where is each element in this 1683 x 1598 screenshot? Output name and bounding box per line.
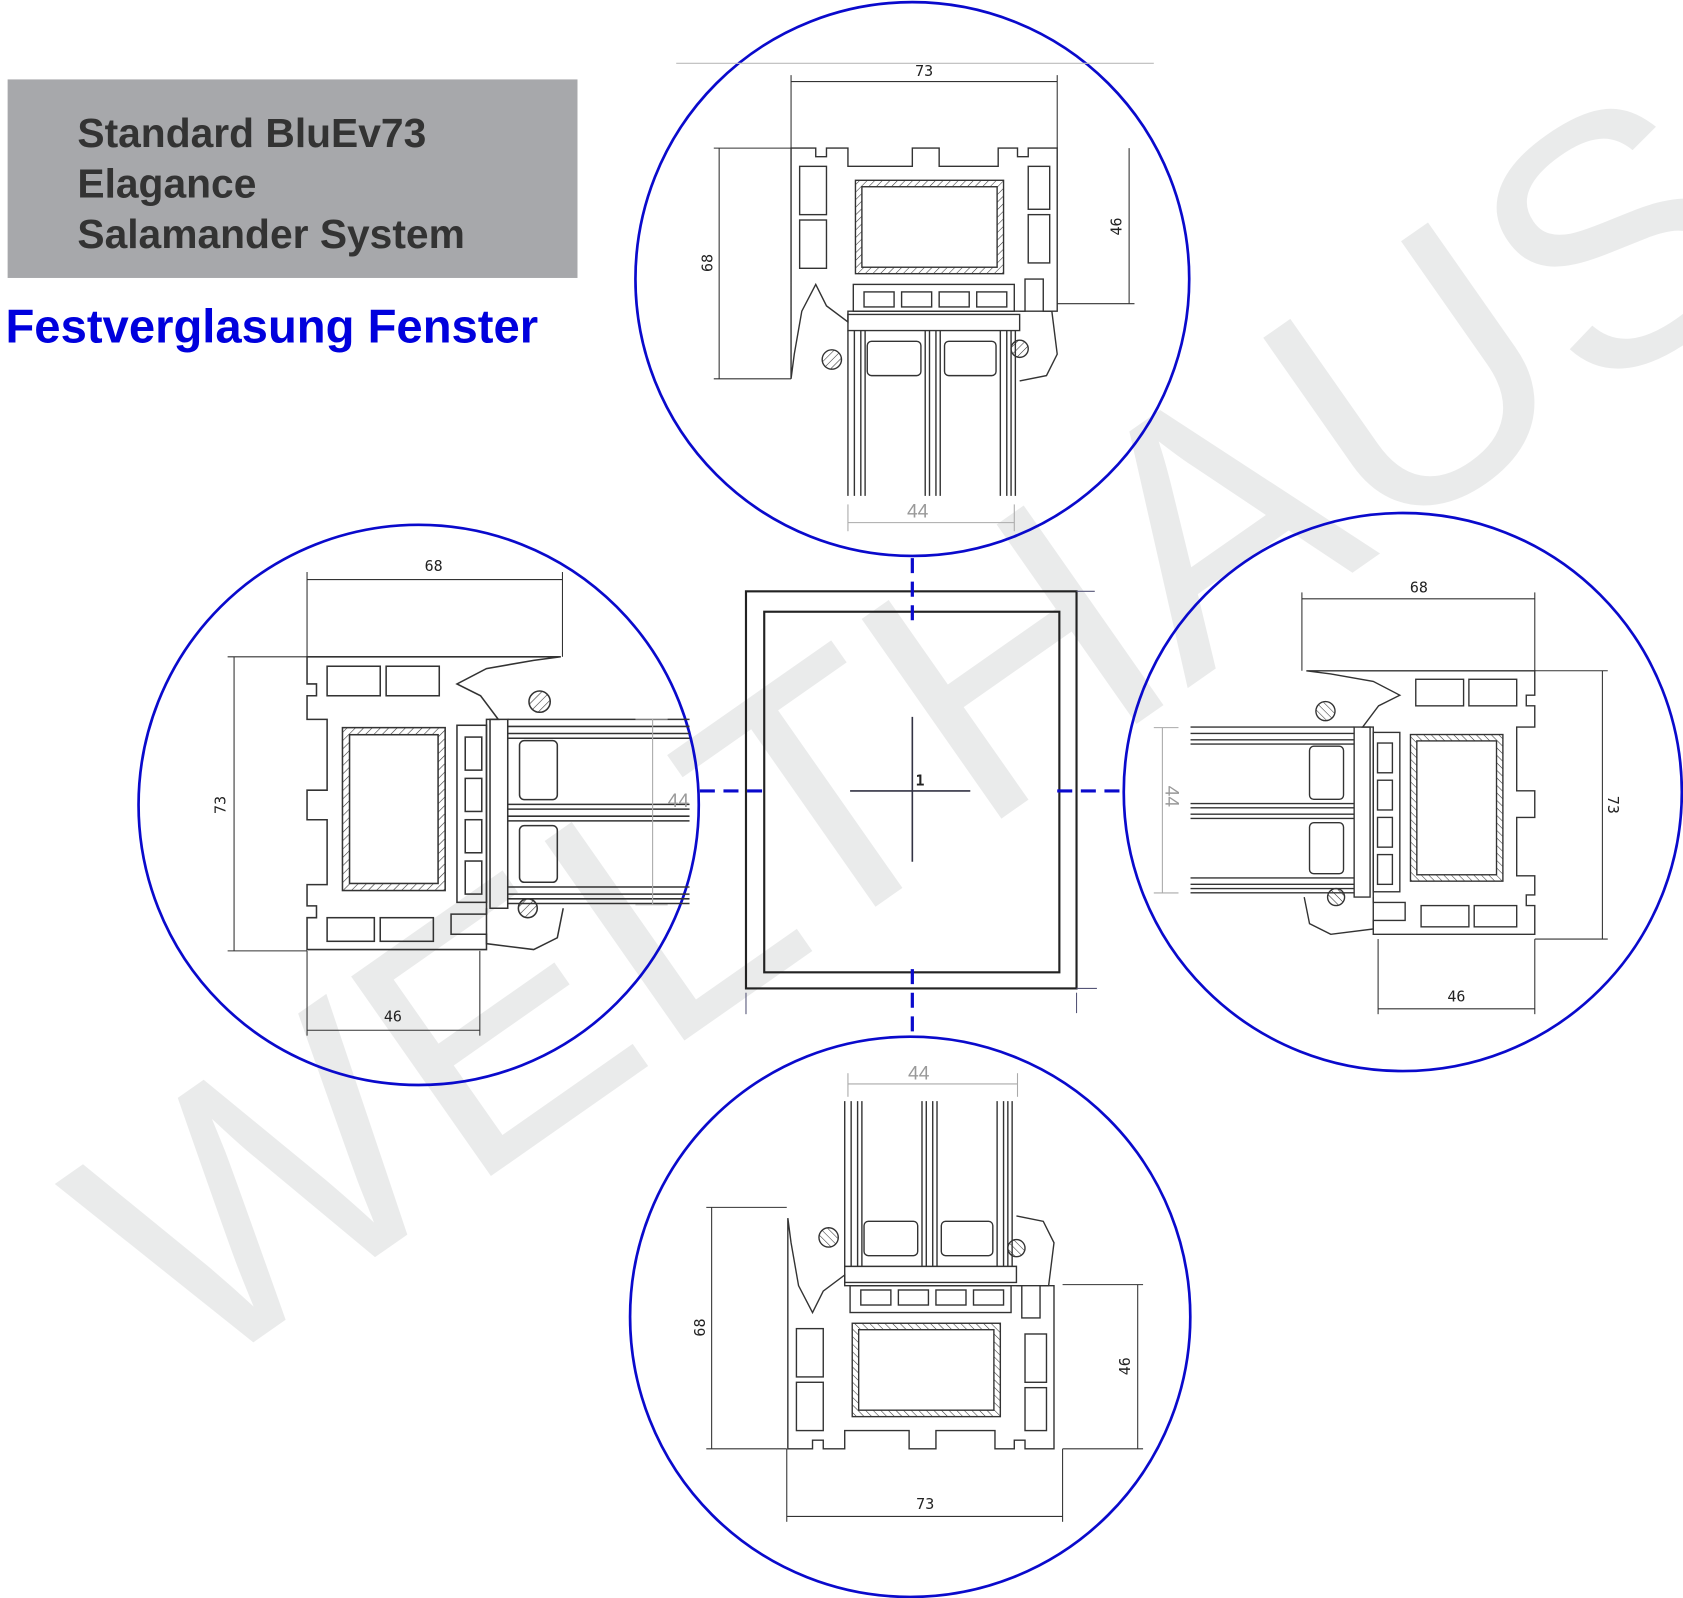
detail-top: 73 68 46 44 xyxy=(634,0,1191,558)
detail-circle-bottom xyxy=(628,1035,1192,1598)
dim-bottom-sash: 46 xyxy=(1116,1357,1134,1375)
dim-left-height: 73 xyxy=(211,796,229,814)
window-elevation: 1 xyxy=(699,558,1124,1036)
detail-circle-left xyxy=(137,523,701,1087)
dim-right-height: 73 xyxy=(1604,796,1622,814)
dim-top-height: 68 xyxy=(699,254,717,272)
dim-left-sash: 46 xyxy=(384,1008,402,1026)
dim-right-glass: 44 xyxy=(1161,786,1182,808)
subtitle: Festverglasung Fenster xyxy=(5,300,538,353)
dim-left-width: 68 xyxy=(425,557,443,575)
dim-top-glass: 44 xyxy=(907,501,929,522)
title-line-2: Elagance xyxy=(77,160,256,206)
section-markers xyxy=(699,558,1124,1036)
profile-bottom xyxy=(787,1100,1055,1450)
dim-top-sash: 46 xyxy=(1108,217,1126,235)
title-line-3: Salamander System xyxy=(77,211,464,257)
detail-right: 68 73 46 44 xyxy=(1122,511,1683,1073)
dim-bottom-glass: 44 xyxy=(908,1064,930,1085)
dim-right-width: 68 xyxy=(1410,578,1428,596)
dim-right-sash: 46 xyxy=(1447,987,1465,1005)
dim-bottom-height: 68 xyxy=(691,1319,709,1337)
title-line-1: Standard BluEv73 xyxy=(77,110,426,156)
detail-circle-right xyxy=(1122,511,1683,1073)
detail-circle-top xyxy=(634,0,1191,558)
detail-left: 68 73 46 44 xyxy=(137,523,701,1087)
title-box xyxy=(7,79,578,278)
position-label: 1 xyxy=(916,772,925,790)
dim-bottom-width: 73 xyxy=(916,1495,934,1513)
dim-top-width: 73 xyxy=(915,62,933,80)
detail-bottom: 73 68 46 44 xyxy=(628,1035,1192,1598)
dim-left-glass: 44 xyxy=(668,791,690,812)
